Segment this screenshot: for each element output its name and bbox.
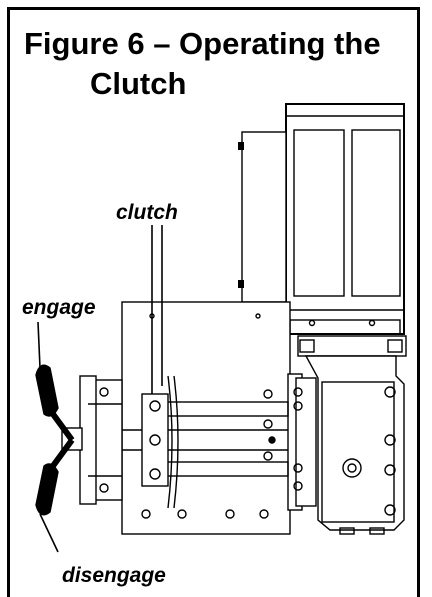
clutch-assembly bbox=[141, 225, 179, 509]
engage-leader-line bbox=[37, 321, 41, 369]
gearbox bbox=[297, 335, 407, 535]
base-plate bbox=[121, 301, 291, 535]
figure-frame bbox=[7, 7, 420, 597]
motor bbox=[238, 103, 405, 335]
clutch-handle bbox=[35, 321, 83, 553]
clutch-label: clutch bbox=[116, 201, 178, 224]
figure-title: Figure 6 – Operating the Clutch bbox=[24, 24, 381, 104]
left-flange bbox=[79, 375, 123, 505]
disengage-label: disengage bbox=[62, 564, 166, 587]
engage-label: engage bbox=[22, 296, 96, 319]
coupling-flange bbox=[287, 373, 317, 511]
figure-title-line1: Figure 6 – Operating the bbox=[24, 26, 381, 61]
figure-title-line2: Clutch bbox=[90, 66, 187, 101]
disengage-leader-line bbox=[39, 513, 59, 553]
